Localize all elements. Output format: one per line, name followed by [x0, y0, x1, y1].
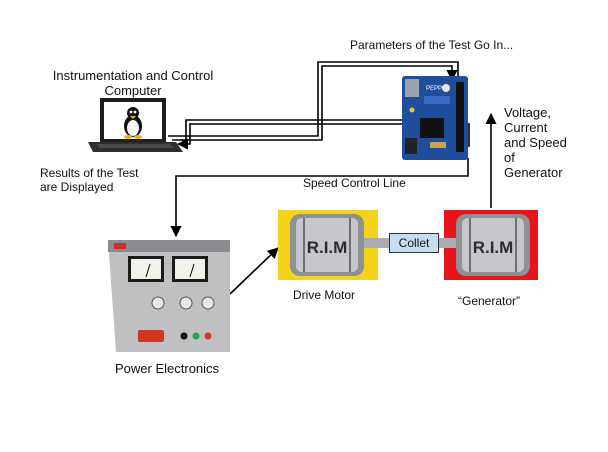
speed-control-label: Speed Control Line	[303, 176, 406, 190]
svg-text:R.I.M: R.I.M	[307, 238, 348, 257]
power-to-motor-arrow	[229, 247, 279, 295]
parameters-cable	[168, 61, 459, 141]
power-electronics-label: Power Electronics	[115, 361, 220, 376]
power-supply-icon	[108, 240, 230, 352]
computer-label: Instrumentation and Control Computer	[52, 68, 214, 98]
results-label: Results of the Test are Displayed	[40, 166, 139, 194]
motor-icon: R.I.M	[278, 210, 390, 280]
svg-text:R.I.M: R.I.M	[473, 238, 514, 257]
drive-motor-label: Drive Motor	[293, 288, 356, 302]
tux-icon	[124, 107, 142, 139]
microcontroller-board-icon: PEPP	[402, 76, 468, 160]
laptop-icon	[88, 98, 183, 152]
generator-label: “Generator”	[458, 294, 521, 308]
svg-text:PEPP: PEPP	[426, 86, 442, 92]
generator-icon: R.I.M	[436, 210, 538, 280]
collet-label: Collet	[389, 233, 439, 253]
parameters-label: Parameters of the Test Go In...	[350, 38, 514, 52]
speed-control-line	[170, 158, 469, 238]
feedback-label: Voltage, Current and Speed of Generator	[504, 105, 567, 180]
